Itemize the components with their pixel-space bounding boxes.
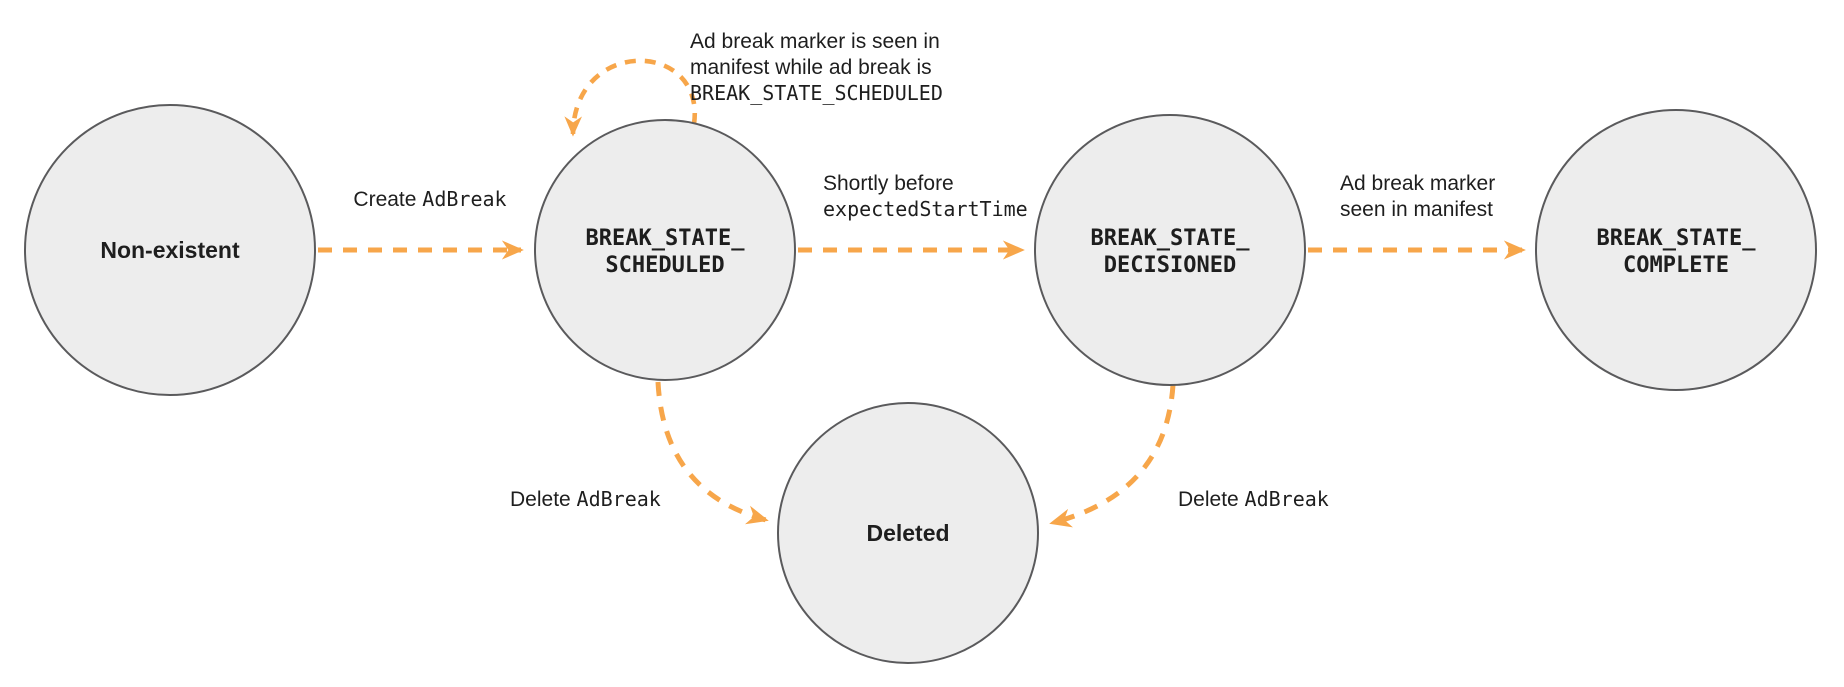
edge-delete-from-scheduled-arrow [655, 381, 769, 525]
edge-label-delete-scheduled-text: Delete [510, 488, 577, 511]
node-break-state-decisioned [1034, 114, 1306, 386]
edge-self-loop-scheduled-arrow [564, 58, 698, 137]
edge-label-shortly-before-text: Shortly before [823, 172, 954, 195]
node-non-existent [24, 104, 316, 396]
edge-label-marker-seen-line2: seen in manifest [1340, 198, 1493, 221]
edge-label-create-adbreak: Create AdBreak [353, 187, 506, 211]
node-label-decisioned-line1: BREAK_STATE_ [1091, 226, 1251, 251]
node-label-complete-line2: COMPLETE [1623, 253, 1729, 278]
edge-label-delete-decisioned-code: AdBreak [1245, 487, 1329, 511]
edge-label-delete-scheduled-code: AdBreak [577, 487, 661, 511]
edge-label-marker-seen-line1: Ad break marker [1340, 172, 1495, 195]
node-label-scheduled-line1: BREAK_STATE_ [586, 226, 746, 251]
node-label-complete-line1: BREAK_STATE_ [1597, 226, 1757, 251]
node-label-decisioned-line2: DECISIONED [1104, 253, 1236, 278]
node-label-scheduled-line2: SCHEDULED [605, 253, 724, 278]
edge-label-delete-from-scheduled: Delete AdBreak [510, 487, 661, 511]
edge-delete-from-decisioned-arrow [1049, 384, 1176, 528]
node-break-state-scheduled [534, 119, 796, 381]
node-label-non-existent: Non-existent [100, 237, 240, 263]
node-break-state-complete [1535, 109, 1817, 391]
edge-label-self-loop-line2: manifest while ad break is [690, 56, 932, 79]
edge-label-shortly-before-code: expectedStartTime [823, 197, 1028, 221]
edge-label-self-loop-line1: Ad break marker is seen in [690, 30, 940, 53]
edge-label-create-text: Create [353, 188, 422, 211]
edge-label-delete-from-decisioned: Delete AdBreak [1178, 487, 1329, 511]
edge-label-self-loop-code: BREAK_STATE_SCHEDULED [690, 81, 943, 105]
node-deleted [777, 402, 1039, 664]
edge-label-create-code: AdBreak [422, 187, 506, 211]
edge-label-delete-decisioned-text: Delete [1178, 488, 1245, 511]
node-label-deleted: Deleted [866, 520, 949, 546]
